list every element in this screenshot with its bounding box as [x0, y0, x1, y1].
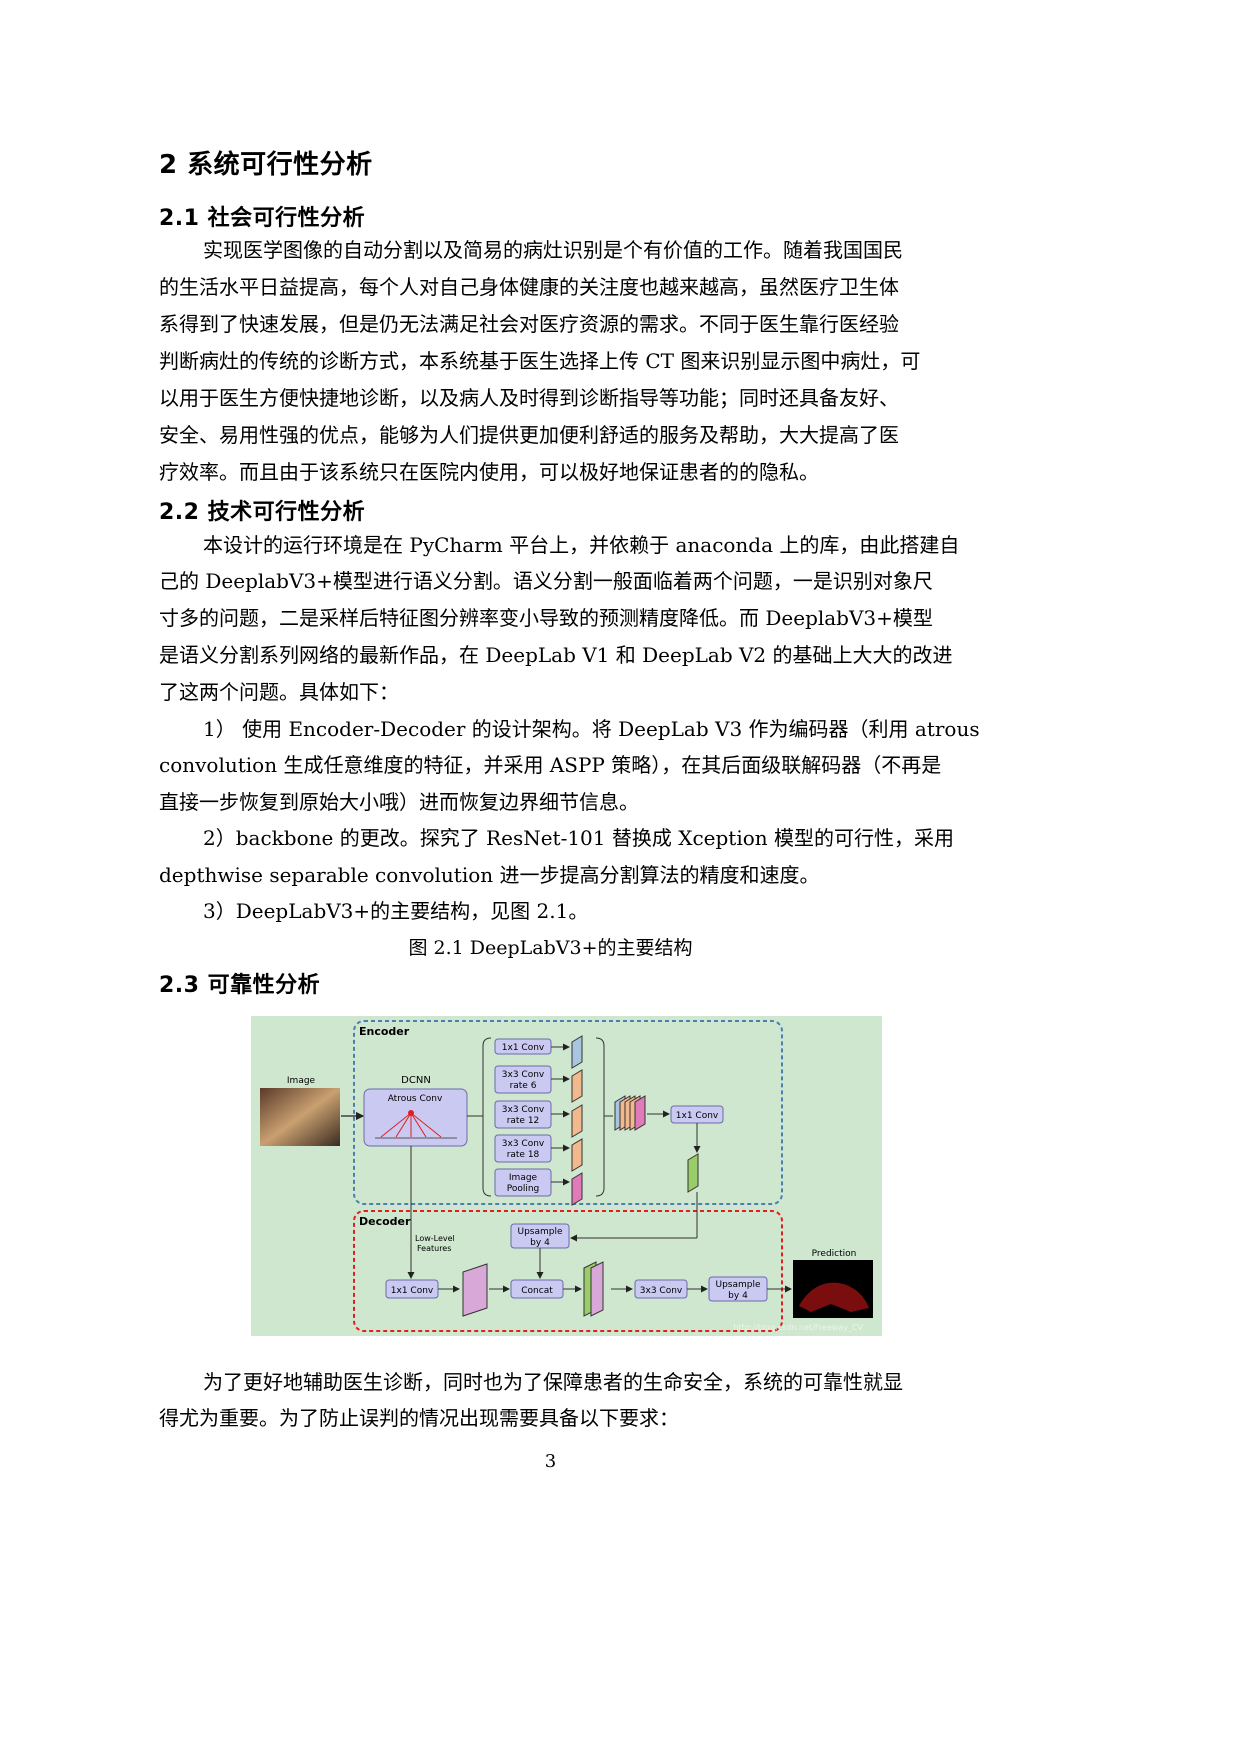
aspp-feature-maps — [571, 1035, 583, 1206]
prediction-label: Prediction — [812, 1249, 857, 1259]
aspp-bracket-right — [595, 1037, 605, 1197]
image-pooling-label: Image — [509, 1173, 538, 1183]
input-image-label: Image — [287, 1076, 316, 1086]
page-number: 3 — [544, 1451, 557, 1472]
decoder-region — [353, 1210, 783, 1332]
paragraph-line: 以用于医生方便快捷地诊断，以及病人及时得到诊断指导等功能；同时还具备友好、 — [159, 386, 899, 410]
paragraph-line: 直接一步恢复到原始大小哦）进而恢复边界细节信息。 — [159, 790, 639, 814]
aspp-conv1x1-label: 1x1 Conv — [502, 1043, 545, 1053]
paragraph-line: 为了更好地辅助医生诊断，同时也为了保障患者的生命安全，系统的可靠性就显 — [203, 1370, 903, 1394]
low-level-label: Features — [417, 1244, 451, 1253]
image-pooling-label: Pooling — [507, 1184, 540, 1194]
aspp-rate-label: rate 12 — [507, 1116, 540, 1126]
paragraph-line: depthwise separable convolution 进一步提高分割算… — [159, 863, 820, 887]
subsection-title-2-1: 2.1 社会可行性分析 — [159, 206, 366, 231]
final-upsample-label: Upsample — [715, 1280, 760, 1290]
paragraph-line: 得尤为重要。为了防止误判的情况出现需要具备以下要求： — [159, 1406, 679, 1430]
subsection-title-2-2: 2.2 技术可行性分析 — [159, 500, 366, 525]
paragraph-line: 的生活水平日益提高，每个人对自己身体健康的关注度也越来越高，虽然医疗卫生体 — [159, 275, 899, 299]
aspp-conv-label: 3x3 Conv — [502, 1105, 545, 1115]
paragraph-line: 寸多的问题，二是采样后特征图分辨率变小导致的预测精度降低。而 DeeplabV3… — [159, 606, 933, 630]
watermark: http://blog.csdn.net/Freeway_CV — [733, 1323, 863, 1332]
aspp-bracket-left — [482, 1037, 492, 1197]
concat-label: Concat — [521, 1286, 553, 1296]
aspp-conv-label: 3x3 Conv — [502, 1070, 545, 1080]
subsection-title-2-3: 2.3 可靠性分析 — [159, 973, 321, 998]
encoder-region — [353, 1020, 783, 1205]
paragraph-line: convolution 生成任意维度的特征，并采用 ASPP 策略），在其后面级… — [159, 753, 942, 777]
upsample-label: Upsample — [517, 1227, 562, 1237]
upsample-label: by 4 — [530, 1238, 550, 1248]
low-level-label: Low-Level — [415, 1234, 455, 1243]
paragraph-line: 己的 DeeplabV3+模型进行语义分割。语义分割一般面临着两个问题，一是识别… — [159, 569, 933, 593]
concat-output-feature — [583, 1261, 604, 1317]
prediction-mask — [799, 1282, 869, 1312]
aspp-rate-label: rate 18 — [507, 1150, 540, 1160]
encoder-label: Encoder — [359, 1025, 410, 1038]
concat-feature-stack — [614, 1095, 646, 1131]
decoder-conv1x1-label: 1x1 Conv — [391, 1286, 434, 1296]
paragraph-line: 是语义分割系列网络的最新作品，在 DeepLab V1 和 DeepLab V2… — [159, 643, 953, 667]
input-image — [260, 1088, 340, 1146]
paragraph-line: 安全、易用性强的优点，能够为人们提供更加便利舒适的服务及帮助，大大提高了医 — [159, 423, 899, 447]
lowlevel-feature — [462, 1263, 488, 1317]
figure-background — [251, 1016, 882, 1336]
conv3x3-label: 3x3 Conv — [640, 1286, 683, 1296]
deeplabv3-figure: Encoder Decoder Image DCNN Atrous Conv 1… — [251, 1016, 882, 1336]
encoder-output-feature — [687, 1153, 699, 1193]
decoder-label: Decoder — [359, 1215, 411, 1228]
list-item: 2）backbone 的更改。探究了 ResNet-101 替换成 Xcepti… — [203, 826, 955, 850]
paragraph-line: 了这两个问题。具体如下： — [159, 680, 399, 704]
paragraph-line: 判断病灶的传统的诊断方式，本系统基于医生选择上传 CT 图来识别显示图中病灶，可 — [159, 349, 921, 373]
section-title: 2 系统可行性分析 — [159, 150, 373, 180]
atrous-conv-icon — [375, 1110, 457, 1139]
dcnn-block — [363, 1088, 468, 1147]
figure-caption: 图 2.1 DeepLabV3+的主要结构 — [408, 937, 693, 959]
aspp-rate-label: rate 6 — [510, 1081, 537, 1091]
paragraph-line: 疗效率。而且由于该系统只在医院内使用，可以极好地保证患者的的隐私。 — [159, 460, 819, 484]
paragraph-line: 本设计的运行环境是在 PyCharm 平台上，并依赖于 anaconda 上的库… — [203, 533, 960, 557]
encoder-conv1x1-label: 1x1 Conv — [676, 1111, 719, 1121]
aspp-conv-label: 3x3 Conv — [502, 1139, 545, 1149]
paragraph-line: 系得到了快速发展，但是仍无法满足社会对医疗资源的需求。不同于医生靠行医经验 — [159, 312, 899, 336]
final-upsample-label: by 4 — [728, 1291, 748, 1301]
list-item: 3）DeepLabV3+的主要结构，见图 2.1。 — [203, 899, 589, 923]
paragraph-line: 实现医学图像的自动分割以及简易的病灶识别是个有价值的工作。随着我国国民 — [203, 238, 903, 262]
dcnn-label: DCNN — [401, 1075, 431, 1086]
atrous-conv-label: Atrous Conv — [388, 1094, 443, 1104]
list-item: 1） 使用 Encoder-Decoder 的设计架构。将 DeepLab V3… — [203, 717, 980, 741]
